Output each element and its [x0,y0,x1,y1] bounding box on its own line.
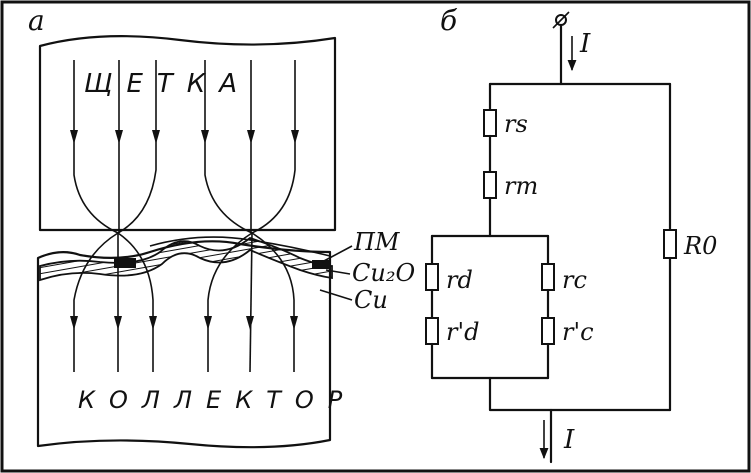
arrowhead [247,130,255,144]
resistor-rd [425,263,439,291]
resistor-rd-prime [425,317,439,345]
current-line [207,232,253,372]
rd-label: rd [446,266,473,294]
pm-label: ПМ [353,228,401,256]
resistor-rm [483,171,497,199]
current-line [117,232,154,372]
terminal-slash [552,11,570,29]
brush-label: ЩЕТКА [84,69,251,99]
current-line [204,60,253,234]
current-line [117,60,157,234]
commutator-label: КОЛЛЕКТОР [78,386,356,414]
cu2o-label: Cu₂O [352,259,415,287]
arrowhead [246,316,254,330]
r0-label: R0 [683,232,717,260]
panel-b-letter: б [440,4,458,37]
brush-block [38,35,337,232]
arrowhead [201,130,209,144]
current-line [249,232,253,373]
arrowhead [152,130,160,144]
current-line [73,232,119,372]
current-lines-right [204,60,296,373]
rs-label: rs [504,110,528,138]
panel-a: a ЩЕТКА КОЛЛЕКТОР [28,4,415,449]
arrowhead [290,316,298,330]
rm-label: rm [504,172,538,200]
arrowhead [204,316,212,330]
arrowhead [115,130,123,144]
bottom-rail [488,376,672,412]
current-line [251,60,296,234]
current-lines-left [73,60,157,372]
rd-prime-label: r'd [446,318,479,346]
cu-leader [319,289,353,301]
pm-leader [321,245,353,263]
resistor-rc-prime [541,317,555,345]
panel-b: б I rs rm rd r'd rc r'c [425,4,717,464]
cu2o-leader [325,269,351,275]
current-in-label: I [579,29,591,59]
arrowhead [70,316,78,330]
arrowhead [149,316,157,330]
surface-film-line [149,236,331,257]
resistor-rs [483,109,497,137]
current-line [251,232,295,372]
rc-prime-label: r'c [562,318,594,346]
current-line [73,60,119,234]
cu-label: Cu [354,286,388,314]
current-out-label: I [563,425,575,455]
oxide-film-layer [39,236,333,282]
arrowhead [70,130,78,144]
current-arrowheads [70,130,299,330]
contact-spot-left [114,258,136,268]
resistor-rc [541,263,555,291]
rc-label: rc [562,266,587,294]
panel-a-letter: a [28,4,45,37]
arrowhead [291,130,299,144]
arrowhead [114,316,122,330]
resistor-r0 [663,229,677,259]
contact-spot-right [312,260,330,269]
